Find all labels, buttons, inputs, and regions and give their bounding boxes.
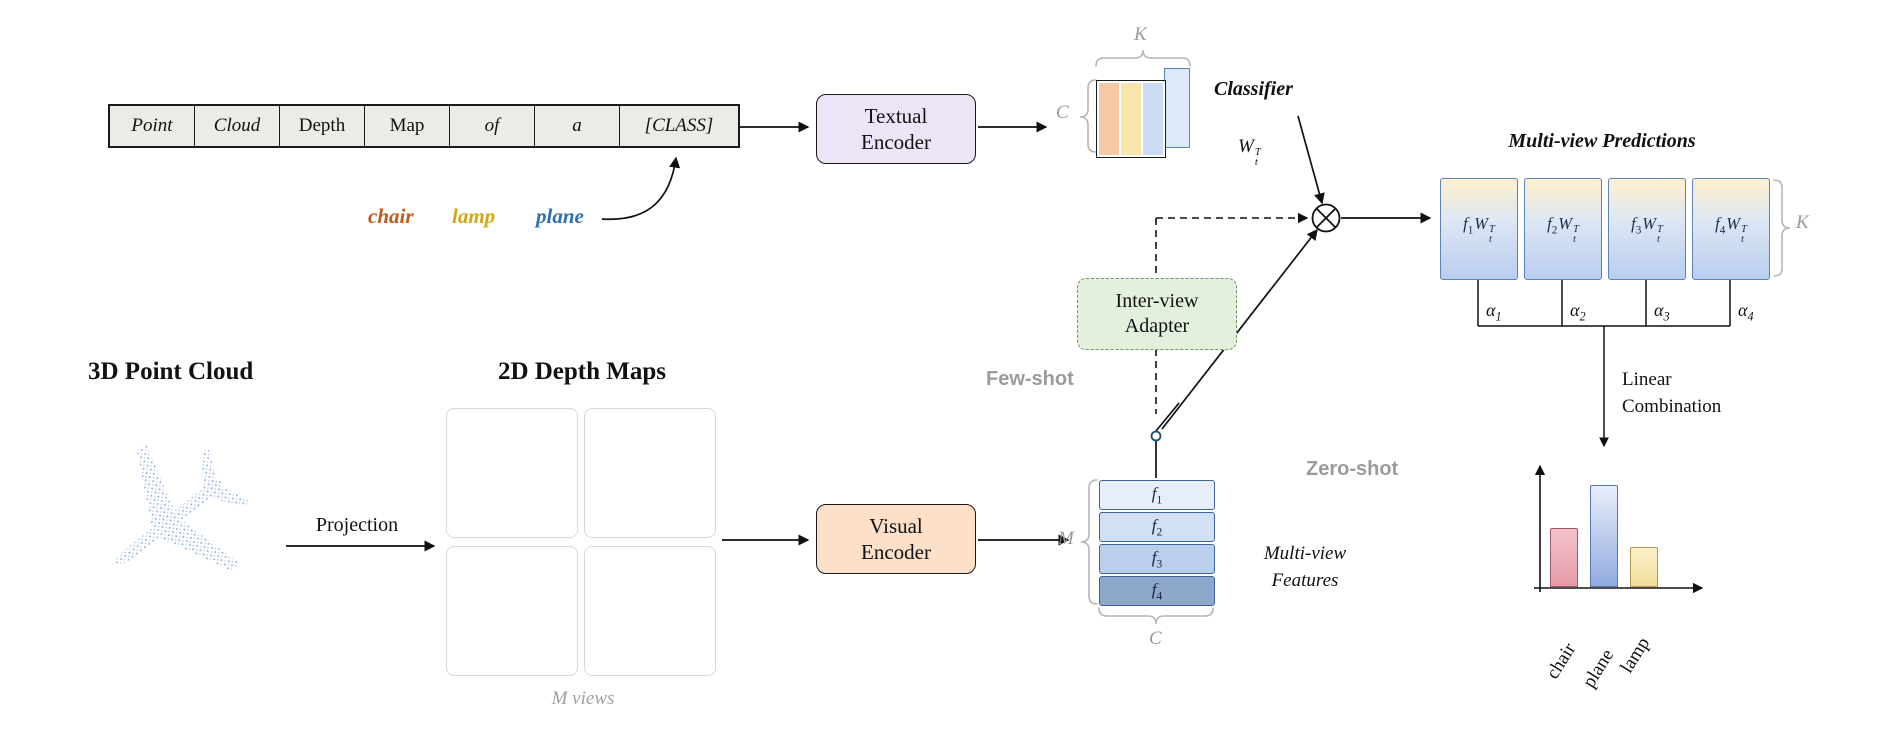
- class-word-plane: plane: [536, 204, 584, 228]
- chart-bar-chair: [1550, 528, 1578, 587]
- chart-bar-plane: [1590, 485, 1618, 587]
- brace-k-text-features: [1095, 49, 1191, 67]
- brace-c-features: [1098, 607, 1214, 625]
- alpha-3: α3: [1654, 300, 1670, 324]
- c-label-features: C: [1149, 628, 1162, 649]
- feature-label: f4: [1151, 579, 1163, 603]
- text-feature-back-column: [1164, 68, 1190, 148]
- alpha-2: α2: [1570, 300, 1586, 324]
- k-label-predictions: K: [1796, 212, 1809, 233]
- prompt-cell-class: [CLASS]: [644, 115, 714, 136]
- feature-label: f3: [1151, 547, 1163, 571]
- chart-label-chair: chair: [1542, 639, 1580, 683]
- class-word-lamp: lamp: [452, 204, 496, 228]
- brace-c-text-features: [1079, 79, 1097, 153]
- prompt-cell: a: [535, 106, 620, 146]
- result-chart-bars: [1550, 462, 1658, 587]
- text-feature-columns: [1096, 80, 1166, 158]
- alpha-1: α1: [1486, 300, 1502, 324]
- depth-map-tile-2: [584, 408, 716, 538]
- k-label-text-features: K: [1134, 24, 1147, 45]
- features-caption: Multi-view Features: [1240, 540, 1370, 594]
- prompt-cell: Map: [365, 106, 450, 146]
- linear-combination-label: Linear Combination: [1622, 366, 1721, 420]
- depth-map-tile-3: [446, 546, 578, 676]
- classifier-sup: T: [1254, 147, 1261, 158]
- text-feature-column: [1143, 83, 1163, 155]
- feature-row-f3: f3: [1099, 544, 1215, 574]
- depth-map-tile-4: [584, 546, 716, 676]
- classifier-w: W: [1238, 136, 1254, 157]
- classifier-label: Classifier: [1214, 78, 1293, 100]
- textual-encoder-label: Textual Encoder: [861, 104, 931, 154]
- chart-label-plane: plane: [1579, 646, 1619, 692]
- feature-label: f1: [1151, 483, 1163, 507]
- arrow-class-to-prompt: [601, 156, 681, 221]
- linear-combination-line1: Linear: [1622, 369, 1672, 390]
- depth-maps-title: 2D Depth Maps: [497, 358, 667, 385]
- otimes-symbol: [1311, 203, 1341, 233]
- features-caption-line1: Multi-view: [1263, 543, 1347, 564]
- prompt-cell: of: [450, 106, 535, 146]
- switch-lever: [1155, 402, 1180, 432]
- feature-row-f2: f2: [1099, 512, 1215, 542]
- prompt-cell: Cloud: [195, 106, 280, 146]
- inter-view-adapter-box: Inter-view Adapter: [1077, 278, 1237, 350]
- m-views-caption: M views: [551, 688, 615, 709]
- feature-label: f2: [1151, 515, 1163, 539]
- chart-label-lamp: lamp: [1616, 634, 1654, 677]
- m-label-features: M: [1058, 528, 1074, 549]
- brace-m-features: [1080, 479, 1098, 605]
- c-label-text-features: C: [1056, 102, 1069, 123]
- classifier-sub: t: [1254, 156, 1258, 168]
- result-chart-labels: chair plane lamp: [1542, 634, 1654, 692]
- prompt-cell: Depth: [280, 106, 365, 146]
- features-caption-line2: Features: [1271, 570, 1339, 591]
- zero-shot-label: Zero-shot: [1306, 458, 1399, 480]
- chart-bar-lamp: [1630, 547, 1658, 587]
- prompt-cell: Point: [110, 106, 195, 146]
- projection-label: Projection: [315, 514, 399, 536]
- textual-encoder-box: Textual Encoder: [816, 94, 976, 164]
- alpha-funnel: [1477, 279, 1731, 448]
- switch-node: [1150, 430, 1162, 442]
- visual-encoder-box: Visual Encoder: [816, 504, 976, 574]
- linear-combination-line2: Combination: [1622, 396, 1722, 417]
- class-word-chair: chair: [368, 204, 414, 228]
- predictions-title: Multi-view Predictions: [1508, 130, 1696, 152]
- prompt-template-table: Point Cloud Depth Map of a [CLASS]: [108, 104, 740, 148]
- few-shot-label: Few-shot: [986, 368, 1074, 390]
- depth-map-tile-1: [446, 408, 578, 538]
- text-feature-column: [1121, 83, 1141, 155]
- alpha-4: α4: [1738, 300, 1754, 324]
- point-cloud-figure: [68, 415, 277, 625]
- inter-view-adapter-label: Inter-view Adapter: [1115, 290, 1199, 337]
- feature-row-f4: f4: [1099, 576, 1215, 606]
- feature-row-f1: f1: [1099, 480, 1215, 510]
- text-feature-column: [1099, 83, 1119, 155]
- point-cloud-title: 3D Point Cloud: [88, 358, 254, 385]
- visual-encoder-label: Visual Encoder: [861, 514, 931, 564]
- arrow-classifier-to-otimes: [1297, 115, 1325, 205]
- brace-k-predictions: [1773, 179, 1791, 277]
